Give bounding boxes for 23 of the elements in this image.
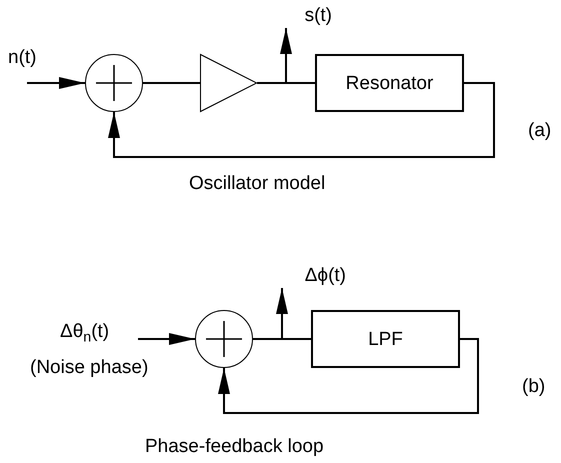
arrow	[253, 288, 288, 340]
signal-label: Δϕ(t)	[304, 266, 346, 285]
diagram-caption: Phase-feedback loop	[145, 437, 324, 456]
amplifier-triangle	[200, 54, 257, 112]
summing-junction	[85, 54, 143, 112]
arrow	[138, 333, 195, 345]
arrow	[218, 338, 479, 414]
signal-line	[143, 82, 200, 84]
block-label: LPF	[368, 330, 403, 348]
summing-junction	[195, 310, 253, 368]
diagram-caption: Oscillator model	[189, 174, 326, 193]
arrow	[257, 28, 292, 84]
filter-block	[315, 54, 464, 112]
filter-block	[311, 310, 460, 368]
arrow	[108, 82, 495, 158]
panel-label: (a)	[528, 121, 552, 140]
signal-label: s(t)	[304, 6, 332, 25]
signal-caption: (Noise phase)	[30, 358, 148, 377]
arrow	[27, 77, 85, 89]
signal-label: n(t)	[8, 48, 36, 67]
signal-label: Δθ$_{n}$(t)	[60, 322, 110, 341]
panel-label: (b)	[522, 377, 546, 396]
block-label: Resonator	[346, 74, 434, 92]
